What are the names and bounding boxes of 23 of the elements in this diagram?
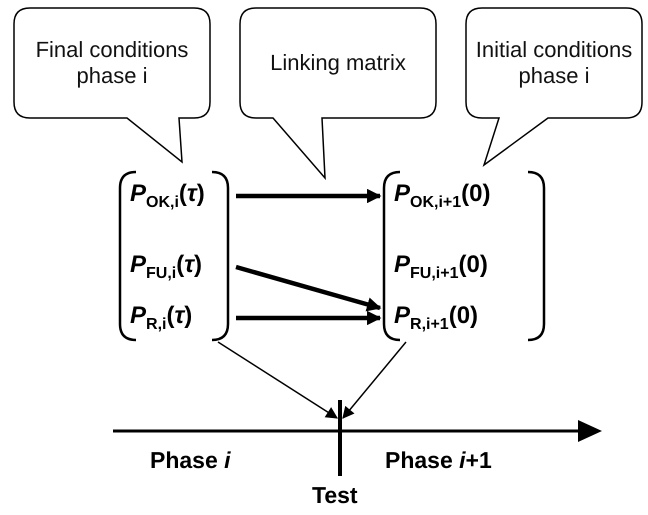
- phase-label: Phase i+1: [385, 447, 492, 474]
- callout-text: Final conditions phase i: [34, 37, 190, 89]
- arrow: [218, 341, 338, 419]
- probability-term: P$_{OK,i}$(τ): [130, 180, 205, 212]
- arrow: [236, 188, 382, 204]
- speech-bubble: [240, 8, 436, 178]
- speech-bubble: [14, 8, 210, 162]
- callout-text: Linking matrix: [269, 50, 407, 76]
- column-vector: [118, 170, 230, 342]
- callout-text: Initial conditions phase i: [474, 37, 634, 89]
- probability-term: P$_{FU,i}$(τ): [130, 251, 202, 283]
- test-marker: [338, 400, 342, 476]
- arrow: [235, 264, 382, 312]
- speech-bubble: [466, 8, 642, 165]
- column-vector: [382, 170, 546, 342]
- phase-label: Phase i: [150, 447, 231, 474]
- test-label: Test: [312, 482, 358, 509]
- probability-term: P$_{FU,i+1}$(0): [394, 251, 488, 283]
- probability-term: P$_{R,i+1}$(0): [394, 302, 478, 334]
- probability-term: P$_{OK,i+1}$(0): [394, 180, 490, 212]
- arrow: [342, 342, 407, 419]
- arrow: [236, 310, 382, 326]
- probability-term: P$_{R,i}$(τ): [130, 302, 192, 334]
